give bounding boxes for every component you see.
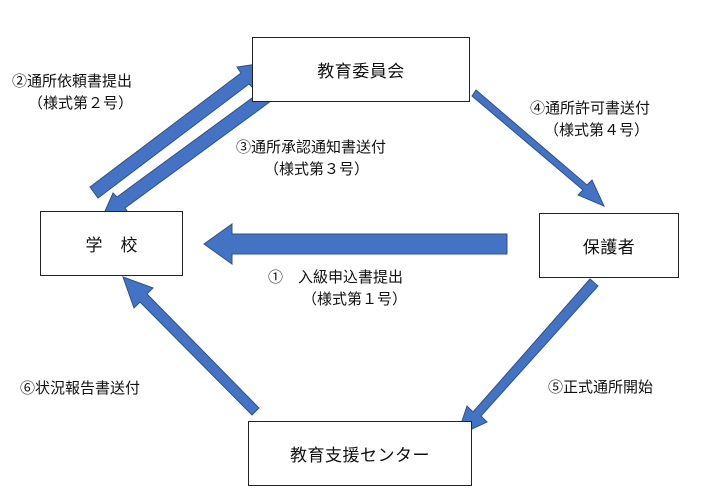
step-1-title: ① 入級申込書提出 xyxy=(268,268,404,286)
node-education-support-center: 教育支援センター xyxy=(248,421,472,486)
arrow-center-to-school xyxy=(122,276,260,416)
step-2-title: ②通所依頼書提出 xyxy=(12,72,133,90)
step-3-title: ③通所承認通知書送付 xyxy=(236,138,387,156)
node-education-board-label: 教育委員会 xyxy=(317,62,405,82)
arrow-guardian-to-center xyxy=(456,278,599,437)
step-2-form: （様式第２号） xyxy=(28,94,134,112)
node-school-label: 学校 xyxy=(85,236,156,256)
step-6-label: ⑥状況報告書送付 xyxy=(20,377,140,399)
node-education-board: 教育委員会 xyxy=(252,37,470,102)
step-5-label: ⑤正式通所開始 xyxy=(548,376,653,398)
step-4-title: ④通所許可書送付 xyxy=(530,99,651,117)
node-education-support-center-label: 教育支援センター xyxy=(290,446,430,466)
step-1-form: （様式第１号） xyxy=(302,290,408,308)
step-4-form: （様式第４号） xyxy=(544,121,650,139)
step-2-label: ②通所依頼書提出 （様式第２号） xyxy=(12,70,133,114)
node-guardian: 保護者 xyxy=(539,213,679,278)
arrow-guardian-to-school xyxy=(203,223,508,265)
step-3-label: ③通所承認通知書送付 （様式第３号） xyxy=(236,136,386,180)
arrow-board-to-school xyxy=(101,89,272,219)
step-5-title: ⑤正式通所開始 xyxy=(548,378,654,396)
node-school: 学校 xyxy=(40,211,183,276)
step-4-label: ④通所許可書送付 （様式第４号） xyxy=(530,97,650,141)
step-6-title: ⑥状況報告書送付 xyxy=(20,379,141,397)
step-1-label: ① 入級申込書提出 （様式第１号） xyxy=(268,266,407,310)
arrow-board-to-guardian xyxy=(471,89,605,207)
step-3-form: （様式第３号） xyxy=(264,160,370,178)
node-guardian-label: 保護者 xyxy=(582,238,636,258)
